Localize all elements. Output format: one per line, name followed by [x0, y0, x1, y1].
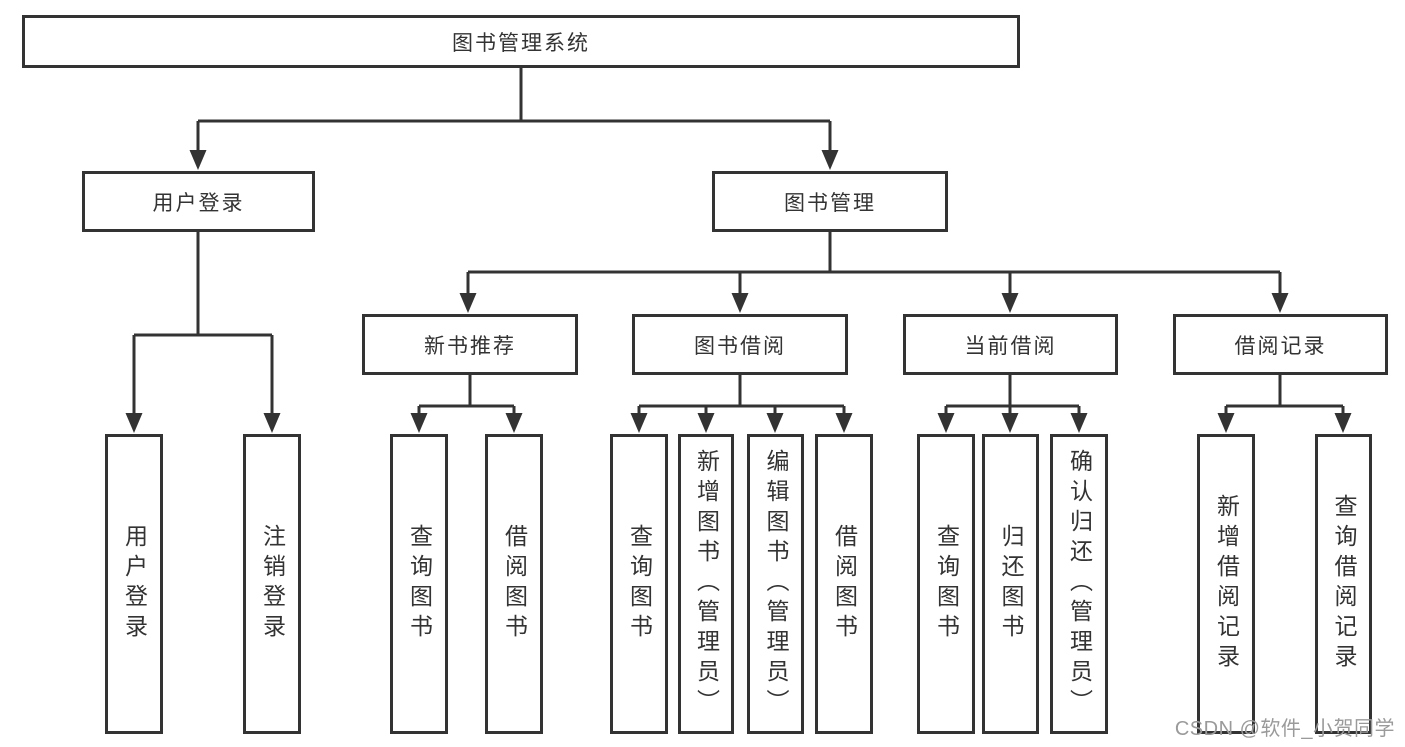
node-new-book-recommend: 新书推荐	[362, 314, 578, 375]
leaf-newbook-borrow-books: 借阅图书	[485, 434, 543, 734]
leaf-label: 查询图书	[933, 524, 960, 644]
leaf-borrow-edit-book-admin: 编辑图书（管理员）	[747, 434, 804, 734]
node-label: 借阅记录	[1234, 334, 1327, 358]
arrow-down-icon	[1271, 293, 1289, 313]
node-user-login: 用户登录	[82, 171, 315, 232]
arrow-down-icon	[766, 413, 784, 433]
arrowheads	[125, 150, 1352, 433]
arrow-down-icon	[1217, 413, 1235, 433]
connector-book-mgmt-split	[466, 230, 1282, 296]
arrow-down-icon	[263, 413, 281, 433]
leaf-label: 确认归还（管理员）	[1066, 449, 1093, 719]
leaf-label: 借阅图书	[501, 524, 528, 644]
leaf-newbook-query-books: 查询图书	[390, 434, 448, 734]
leaf-borrow-borrow-books: 借阅图书	[815, 434, 873, 734]
arrow-down-icon	[189, 150, 207, 170]
node-label: 新书推荐	[424, 334, 516, 358]
arrow-down-icon	[821, 150, 839, 170]
leaf-label: 查询图书	[406, 524, 433, 644]
leaf-current-return-books: 归还图书	[982, 434, 1039, 734]
arrow-down-icon	[731, 293, 749, 313]
node-current-borrow: 当前借阅	[903, 314, 1118, 375]
arrow-down-icon	[1334, 413, 1352, 433]
node-borrow-records: 借阅记录	[1173, 314, 1388, 375]
arrow-down-icon	[937, 413, 955, 433]
leaf-label: 新增借阅记录	[1213, 494, 1240, 674]
watermark: CSDN @软件_小贺同学	[1174, 718, 1395, 740]
node-label: 当前借阅	[964, 334, 1057, 358]
arrow-down-icon	[1001, 293, 1019, 313]
arrow-down-icon	[835, 413, 853, 433]
connector-current-borrow-split	[944, 373, 1081, 416]
arrow-down-icon	[410, 413, 428, 433]
leaf-borrow-query-books: 查询图书	[610, 434, 668, 734]
leaf-label: 归还图书	[998, 524, 1024, 644]
node-label: 图书管理	[784, 191, 876, 215]
node-label: 用户登录	[152, 191, 245, 215]
connector-root-split	[196, 66, 832, 153]
leaf-label: 查询图书	[626, 524, 653, 644]
leaf-current-confirm-return-admin: 确认归还（管理员）	[1050, 434, 1108, 734]
connector-borrow-records-split	[1224, 373, 1345, 416]
arrow-down-icon	[459, 293, 477, 313]
node-book-borrow: 图书借阅	[632, 314, 848, 375]
node-root: 图书管理系统	[22, 15, 1020, 68]
arrow-down-icon	[505, 413, 523, 433]
leaf-records-add-record: 新增借阅记录	[1197, 434, 1255, 734]
leaf-label: 新增图书（管理员）	[693, 449, 720, 719]
arrow-down-icon	[125, 413, 143, 433]
arrow-down-icon	[697, 413, 715, 433]
leaf-label: 用户登录	[121, 524, 148, 644]
arrow-down-icon	[1070, 413, 1088, 433]
leaf-label: 注销登录	[259, 524, 286, 644]
leaf-user-login: 用户登录	[105, 434, 163, 734]
connector-book-borrow-split	[637, 373, 846, 416]
leaf-logout: 注销登录	[243, 434, 301, 734]
node-label: 图书借阅	[694, 334, 786, 358]
arrow-down-icon	[630, 413, 648, 433]
leaf-current-query-books: 查询图书	[917, 434, 975, 734]
leaf-label: 借阅图书	[831, 524, 858, 644]
connector-user-login-split	[132, 230, 274, 416]
leaf-borrow-add-book-admin: 新增图书（管理员）	[678, 434, 734, 734]
leaf-label: 编辑图书（管理员）	[763, 449, 789, 719]
leaf-label: 查询借阅记录	[1331, 494, 1357, 674]
leaf-records-query-record: 查询借阅记录	[1315, 434, 1372, 734]
node-book-management: 图书管理	[712, 171, 948, 232]
node-label: 图书管理系统	[452, 31, 590, 55]
arrow-down-icon	[1001, 413, 1019, 433]
connector-new-book-split	[417, 373, 516, 416]
